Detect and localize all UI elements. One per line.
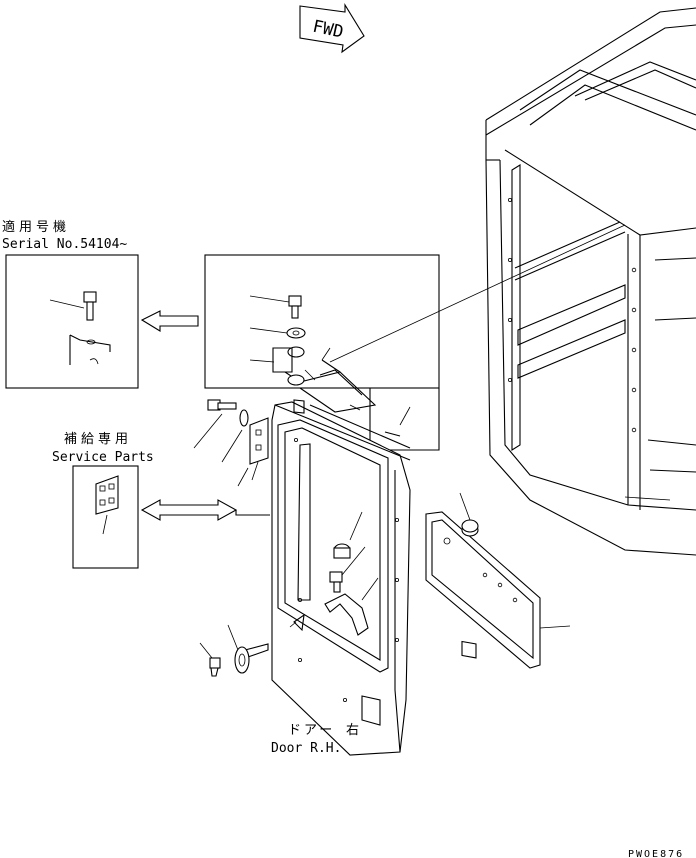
drawing-code: PWOE876 (628, 849, 684, 858)
serial-detail-box (5, 254, 139, 389)
service-block-subtitle: Service Parts (52, 450, 154, 465)
service-double-arrow (140, 499, 238, 521)
serial-block-title: 適用号機 (2, 219, 70, 235)
service-hinge-part (95, 475, 119, 535)
door-inner-cover (425, 492, 671, 669)
serial-number-label: Serial No.54104~ (2, 237, 127, 252)
door-caption-jp: ドアー 右 (288, 723, 362, 738)
door-caption-en: Door R.H. (271, 741, 341, 756)
serial-pointer-arrow (140, 310, 199, 332)
hinge-detail-parts (249, 224, 626, 437)
service-parts-box (72, 465, 139, 569)
cab-frame (485, 7, 696, 556)
service-block-title: 補給専用 (64, 432, 132, 447)
hinge-bolts (193, 399, 269, 487)
serial-bolt-detail (49, 291, 111, 365)
door-hardware (199, 511, 379, 677)
fwd-arrow-icon: FWD (299, 3, 365, 54)
hinge-detail-box (204, 254, 440, 389)
